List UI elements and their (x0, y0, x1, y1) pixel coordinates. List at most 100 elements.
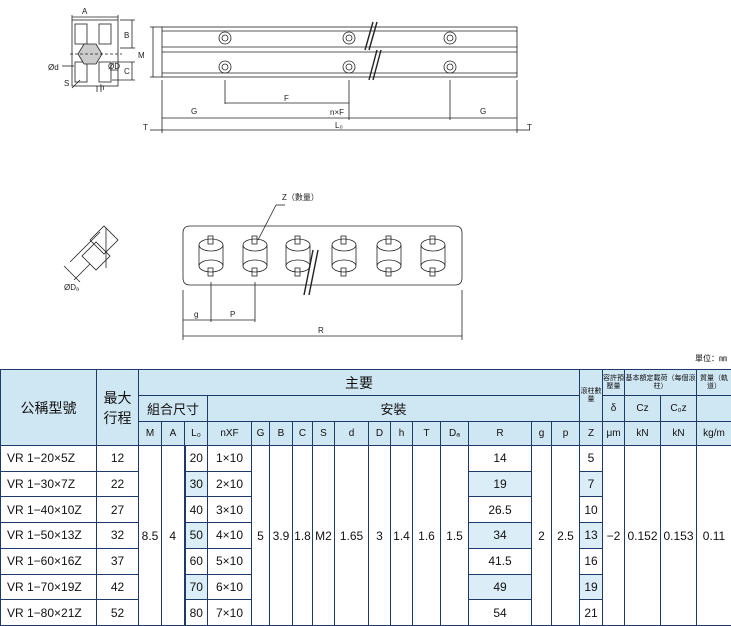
cell-r: 19 (468, 470, 532, 498)
cell-mass: 0.11 (696, 445, 731, 626)
cell-big-d: 3 (368, 445, 391, 626)
cell-model: VR 1−30×7Z (0, 470, 97, 498)
label-g-left: G (191, 107, 197, 116)
header-preload: 容許預壓量 (602, 369, 625, 396)
cell-z: 19 (579, 573, 603, 601)
cell-t: 1.6 (412, 445, 441, 626)
unit-cz: kN (624, 421, 661, 446)
cell-l0: 50 (183, 522, 208, 549)
col-l0: L₀ (184, 421, 208, 446)
col-g: G (251, 421, 270, 446)
cell-da: 1.5 (440, 445, 469, 626)
col-cz: Cz (624, 395, 661, 422)
cell-l0: 60 (183, 547, 208, 575)
label-a: A (82, 7, 88, 16)
cell-r: 26.5 (468, 496, 532, 524)
col-delta: δ (602, 395, 625, 422)
technical-drawing: A B M C Ød ØD S h G F n×F G L₀ T T Z（數量）… (48, 7, 532, 340)
label-da: ØDₐ (64, 283, 80, 292)
table-row: VR 1−50×13Z 32 50 4×10 34 13 (0, 522, 731, 549)
roller-side-detail (63, 225, 119, 283)
cell-stroke: 22 (96, 470, 139, 498)
col-p: p (551, 421, 580, 446)
cell-b: 3.9 (269, 445, 293, 626)
cell-l0: 20 (183, 445, 208, 472)
cell-stroke: 37 (96, 547, 139, 575)
cell-model: VR 1−20×5Z (0, 445, 97, 472)
header-stroke: 最大行程 (96, 369, 139, 446)
cell-r: 41.5 (468, 547, 532, 575)
table-row: VR 1−60×16Z 37 60 5×10 41.5 16 (0, 547, 731, 575)
label-c: C (124, 67, 130, 76)
cell-cz: 0.152 (624, 445, 661, 626)
cell-h: 1.4 (390, 445, 413, 626)
cell-z: 16 (579, 547, 603, 575)
table-row: VR 1−20×5Z 12 8.5 4 20 1×10 5 3.9 1.8 M2… (0, 445, 731, 626)
cell-p: 2.5 (551, 445, 580, 626)
table-row: VR 1−80×21Z 52 80 7×10 54 21 (0, 599, 731, 626)
rollers (198, 235, 446, 277)
label-b: B (124, 31, 129, 40)
spec-table: 公稱型號 最大行程 主要 滾柱數量 容許預壓量 基本額定載荷（每個滾柱） 質量（… (0, 369, 731, 626)
col-m: M (138, 421, 162, 446)
header-mass-blank (696, 395, 731, 422)
cell-nxf: 6×10 (207, 573, 252, 601)
cell-stroke: 12 (96, 445, 139, 472)
col-g-small: g (531, 421, 552, 446)
cell-z: 10 (579, 496, 603, 524)
col-r: R (468, 421, 532, 446)
col-c0z: C₀z (660, 395, 697, 422)
label-g-right: G (480, 107, 486, 116)
label-t-left: T (143, 123, 148, 132)
cell-model: VR 1−70×19Z (0, 573, 97, 601)
label-s: S (64, 79, 69, 88)
cell-g: 5 (251, 445, 270, 626)
header-assembly: 組合尺寸 (138, 395, 208, 422)
cell-r: 49 (468, 573, 532, 601)
label-m: M (138, 51, 145, 60)
header-rollers: 滾柱數量 (579, 369, 603, 422)
label-r: R (318, 326, 324, 335)
rail-holes (218, 31, 457, 74)
cell-nxf: 5×10 (207, 547, 252, 575)
cell-z: 13 (579, 522, 603, 549)
cell-model: VR 1−40×10Z (0, 496, 97, 524)
unit-note: 單位：㎜ (695, 354, 727, 363)
cell-r: 54 (468, 599, 532, 626)
cell-model: VR 1−50×13Z (0, 522, 97, 549)
cell-stroke: 52 (96, 599, 139, 626)
label-h: h (100, 83, 104, 92)
header-install: 安裝 (207, 395, 580, 422)
header-model: 公稱型號 (0, 369, 97, 446)
col-z: Z (579, 421, 603, 446)
cell-d: 1.65 (334, 445, 369, 626)
cell-stroke: 42 (96, 573, 139, 601)
cell-nxf: 1×10 (207, 445, 252, 472)
col-nxf: nXF (207, 421, 252, 446)
cell-nxf: 3×10 (207, 496, 252, 524)
label-big-d: ØD (108, 62, 120, 71)
cell-g-small: 2 (531, 445, 552, 626)
label-t-right: T (527, 123, 532, 132)
cell-c: 1.8 (292, 445, 313, 626)
label-z-count: Z（數量） (282, 192, 319, 202)
col-a: A (161, 421, 185, 446)
cell-r: 34 (468, 522, 532, 549)
cell-l0: 30 (183, 470, 208, 498)
rail-elevation-view (150, 21, 530, 133)
unit-c0z: kN (660, 421, 697, 446)
label-nf: n×F (330, 108, 344, 117)
cell-m: 8.5 (138, 445, 162, 626)
cell-nxf: 2×10 (207, 470, 252, 498)
col-h: h (390, 421, 413, 446)
col-t: T (412, 421, 441, 446)
table-row: VR 1−30×7Z 22 30 2×10 19 7 (0, 470, 731, 498)
col-big-d: D (368, 421, 391, 446)
cell-stroke: 27 (96, 496, 139, 524)
cell-l0: 80 (183, 599, 208, 626)
label-d: Ød (48, 63, 59, 72)
label-g: g (194, 310, 198, 319)
col-s: S (312, 421, 335, 446)
cell-l0: 70 (183, 573, 208, 601)
header-main: 主要 (138, 369, 580, 396)
